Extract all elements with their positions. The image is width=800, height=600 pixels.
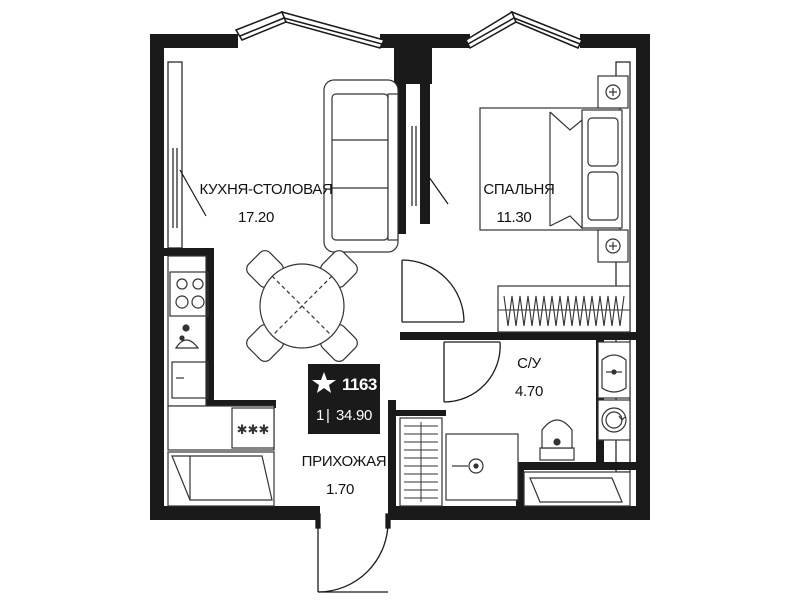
star-icon [312,372,336,393]
bathroom-door[interactable] [443,341,501,403]
bed [479,107,623,231]
badge-total-area: 34.90 [336,407,372,424]
washbasin-icon [597,341,631,399]
room-area-bedroom: 11.30 [497,209,532,226]
badge-separator: | [326,407,330,424]
bedroom-door[interactable] [401,259,465,323]
room-area-bathroom: 4.70 [515,383,543,400]
dining-table [246,250,358,362]
room-name-bathroom: С/У [517,355,541,372]
nightstand-top [597,75,629,109]
sofa [323,79,399,253]
shower-icon [445,433,519,501]
badge-number: 1163 [342,375,377,394]
room-area-kitchen: 17.20 [238,209,274,226]
bath-cabinet [523,471,631,507]
nightstand-bottom [597,229,629,263]
stove-icon [169,271,209,317]
entrance-door[interactable] [315,513,391,593]
hall-wardrobe [399,417,443,507]
room-name-hallway: ПРИХОЖАЯ [302,453,387,470]
exterior-walls [150,34,650,520]
wardrobe [497,285,631,333]
room-area-hallway: 1.70 [326,481,354,498]
room-name-kitchen: КУХНЯ-СТОЛОВАЯ [199,181,332,198]
window-right [465,10,584,50]
room-name-bedroom: СПАЛЬНЯ [483,181,554,198]
washing-machine-icon [597,399,631,441]
toilet-icon [539,419,575,461]
apartment-badge: 1163 1 | 34.90 [308,364,380,434]
badge-rooms: 1 [316,407,324,424]
sliding-doors [172,126,449,228]
hob-symbols: ✱✱✱ [237,423,270,438]
window-left [234,10,386,49]
sink-icon [171,324,209,399]
hob-icon: ✱✱✱ [231,407,275,449]
kitchen-cabinet [167,451,275,507]
